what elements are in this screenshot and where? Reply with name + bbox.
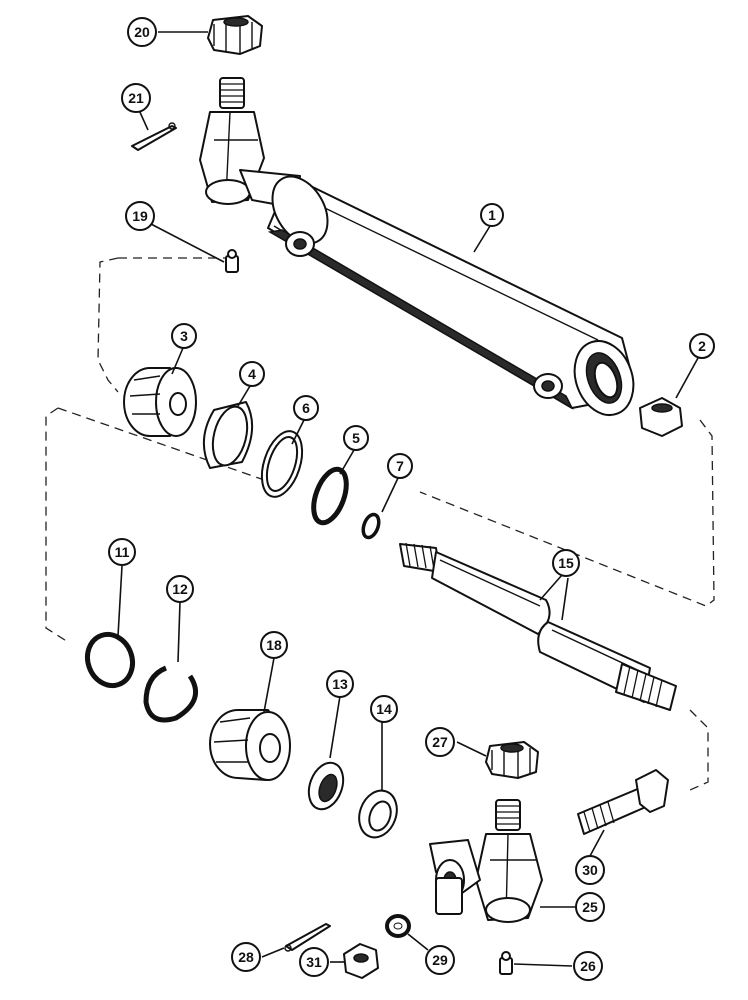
cotter-pin-top	[131, 122, 177, 151]
gland-18	[209, 709, 291, 781]
backup-ring-6	[260, 430, 304, 498]
callout-20: 20	[127, 17, 157, 47]
lock-washer-30	[385, 914, 411, 938]
callout-1: 1	[480, 203, 504, 227]
upper-dashed-boundary	[97, 257, 715, 607]
callout-label: 1	[488, 207, 496, 223]
callout-label: 28	[238, 949, 254, 965]
callout-14: 14	[370, 695, 398, 723]
callout-25: 25	[575, 892, 605, 922]
callout-11: 11	[108, 538, 136, 566]
piston-rod-15	[399, 542, 677, 711]
grease-fitting-19	[225, 249, 239, 273]
o-ring-5	[311, 466, 349, 526]
callout-label: 29	[432, 952, 448, 968]
castle-nut-27	[485, 741, 539, 779]
callout-7: 7	[387, 453, 413, 479]
callout-label: 6	[302, 400, 310, 416]
tie-rod-end-25	[429, 799, 543, 923]
callout-13: 13	[326, 670, 354, 698]
bolt-29	[577, 769, 669, 835]
callout-3: 3	[171, 323, 197, 349]
callout-30: 29	[425, 945, 455, 975]
callout-label: 3	[180, 328, 188, 344]
callout-label: 21	[128, 90, 144, 106]
callout-label: 18	[266, 637, 282, 653]
small-ring-7	[361, 512, 381, 540]
callout-label: 26	[580, 958, 596, 974]
callout-label: 19	[132, 208, 148, 224]
callout-label: 30	[582, 862, 598, 878]
cylinder-barrel	[199, 77, 635, 416]
castle-nut-top	[207, 15, 263, 55]
o-ring-11	[84, 631, 136, 689]
hex-nut-2	[639, 397, 683, 437]
bearing-ring-4	[203, 401, 254, 469]
seal-13	[307, 761, 345, 811]
callout-label: 25	[582, 899, 598, 915]
callout-label: 13	[332, 676, 348, 692]
callout-31: 31	[299, 947, 329, 977]
cotter-pin-28	[284, 923, 331, 952]
callout-27: 27	[425, 727, 455, 757]
callout-label: 14	[376, 701, 392, 717]
callout-12: 12	[166, 575, 194, 603]
snap-ring-12	[143, 665, 199, 723]
callout-21: 21	[121, 83, 151, 113]
callout-6: 6	[293, 395, 319, 421]
wiper-14	[358, 789, 398, 839]
callout-label: 12	[172, 581, 188, 597]
grease-fitting-26	[499, 951, 513, 975]
callout-label: 15	[558, 555, 574, 571]
callout-label: 31	[306, 954, 322, 970]
callout-2: 2	[689, 333, 715, 359]
callout-29: 30	[575, 855, 605, 885]
callout-label: 11	[115, 544, 130, 560]
callout-26: 26	[573, 951, 603, 981]
callout-label: 7	[396, 458, 404, 474]
callout-19: 19	[125, 201, 155, 231]
callout-15: 15	[552, 549, 580, 577]
piston-3	[123, 367, 197, 437]
callout-label: 20	[134, 24, 150, 40]
lower-dashed-boundary	[45, 407, 709, 791]
callout-18: 18	[260, 631, 288, 659]
callout-label: 27	[432, 734, 448, 750]
callout-28: 28	[231, 942, 261, 972]
leader-lines	[117, 31, 699, 967]
callout-4: 4	[239, 361, 265, 387]
hex-nut-31	[343, 943, 379, 979]
callout-label: 4	[248, 366, 256, 382]
callout-label: 2	[698, 338, 706, 354]
callout-label: 5	[352, 430, 360, 446]
callout-5: 5	[343, 425, 369, 451]
